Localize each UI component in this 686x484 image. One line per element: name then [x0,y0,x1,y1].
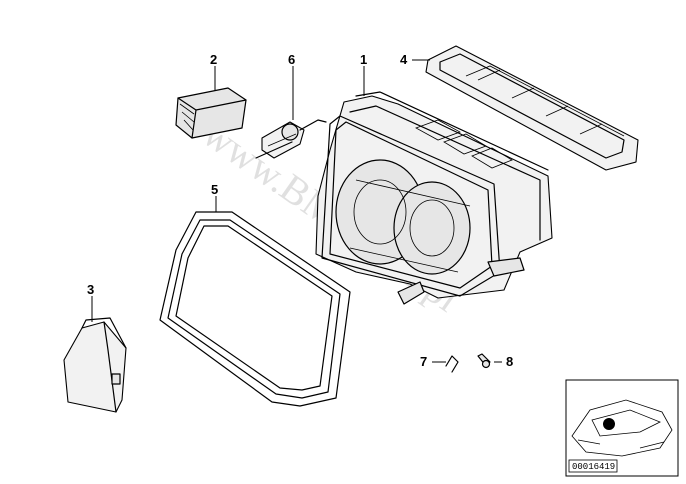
leader-lines [91,59,502,363]
clip [445,355,459,373]
callout-5: 5 [211,182,218,197]
location-marker-icon [603,418,615,430]
flap-actuator [255,119,327,159]
callout-8: 8 [506,354,513,369]
frame-gasket [159,211,351,407]
filter-block [175,87,247,139]
callout-6: 6 [288,52,295,67]
air-grille [425,45,639,171]
blower-housing [315,91,553,305]
callout-3: 3 [87,282,94,297]
cover-piece [63,317,127,413]
callout-7: 7 [420,354,427,369]
callout-labels: 2 6 1 4 5 3 7 8 [87,52,513,369]
screw [477,353,491,369]
callout-4: 4 [400,52,408,67]
diagram-code: 00016419 [572,462,615,472]
vehicle-thumbnail: 00016419 [565,379,679,477]
callout-1: 1 [360,52,367,67]
callout-2: 2 [210,52,217,67]
